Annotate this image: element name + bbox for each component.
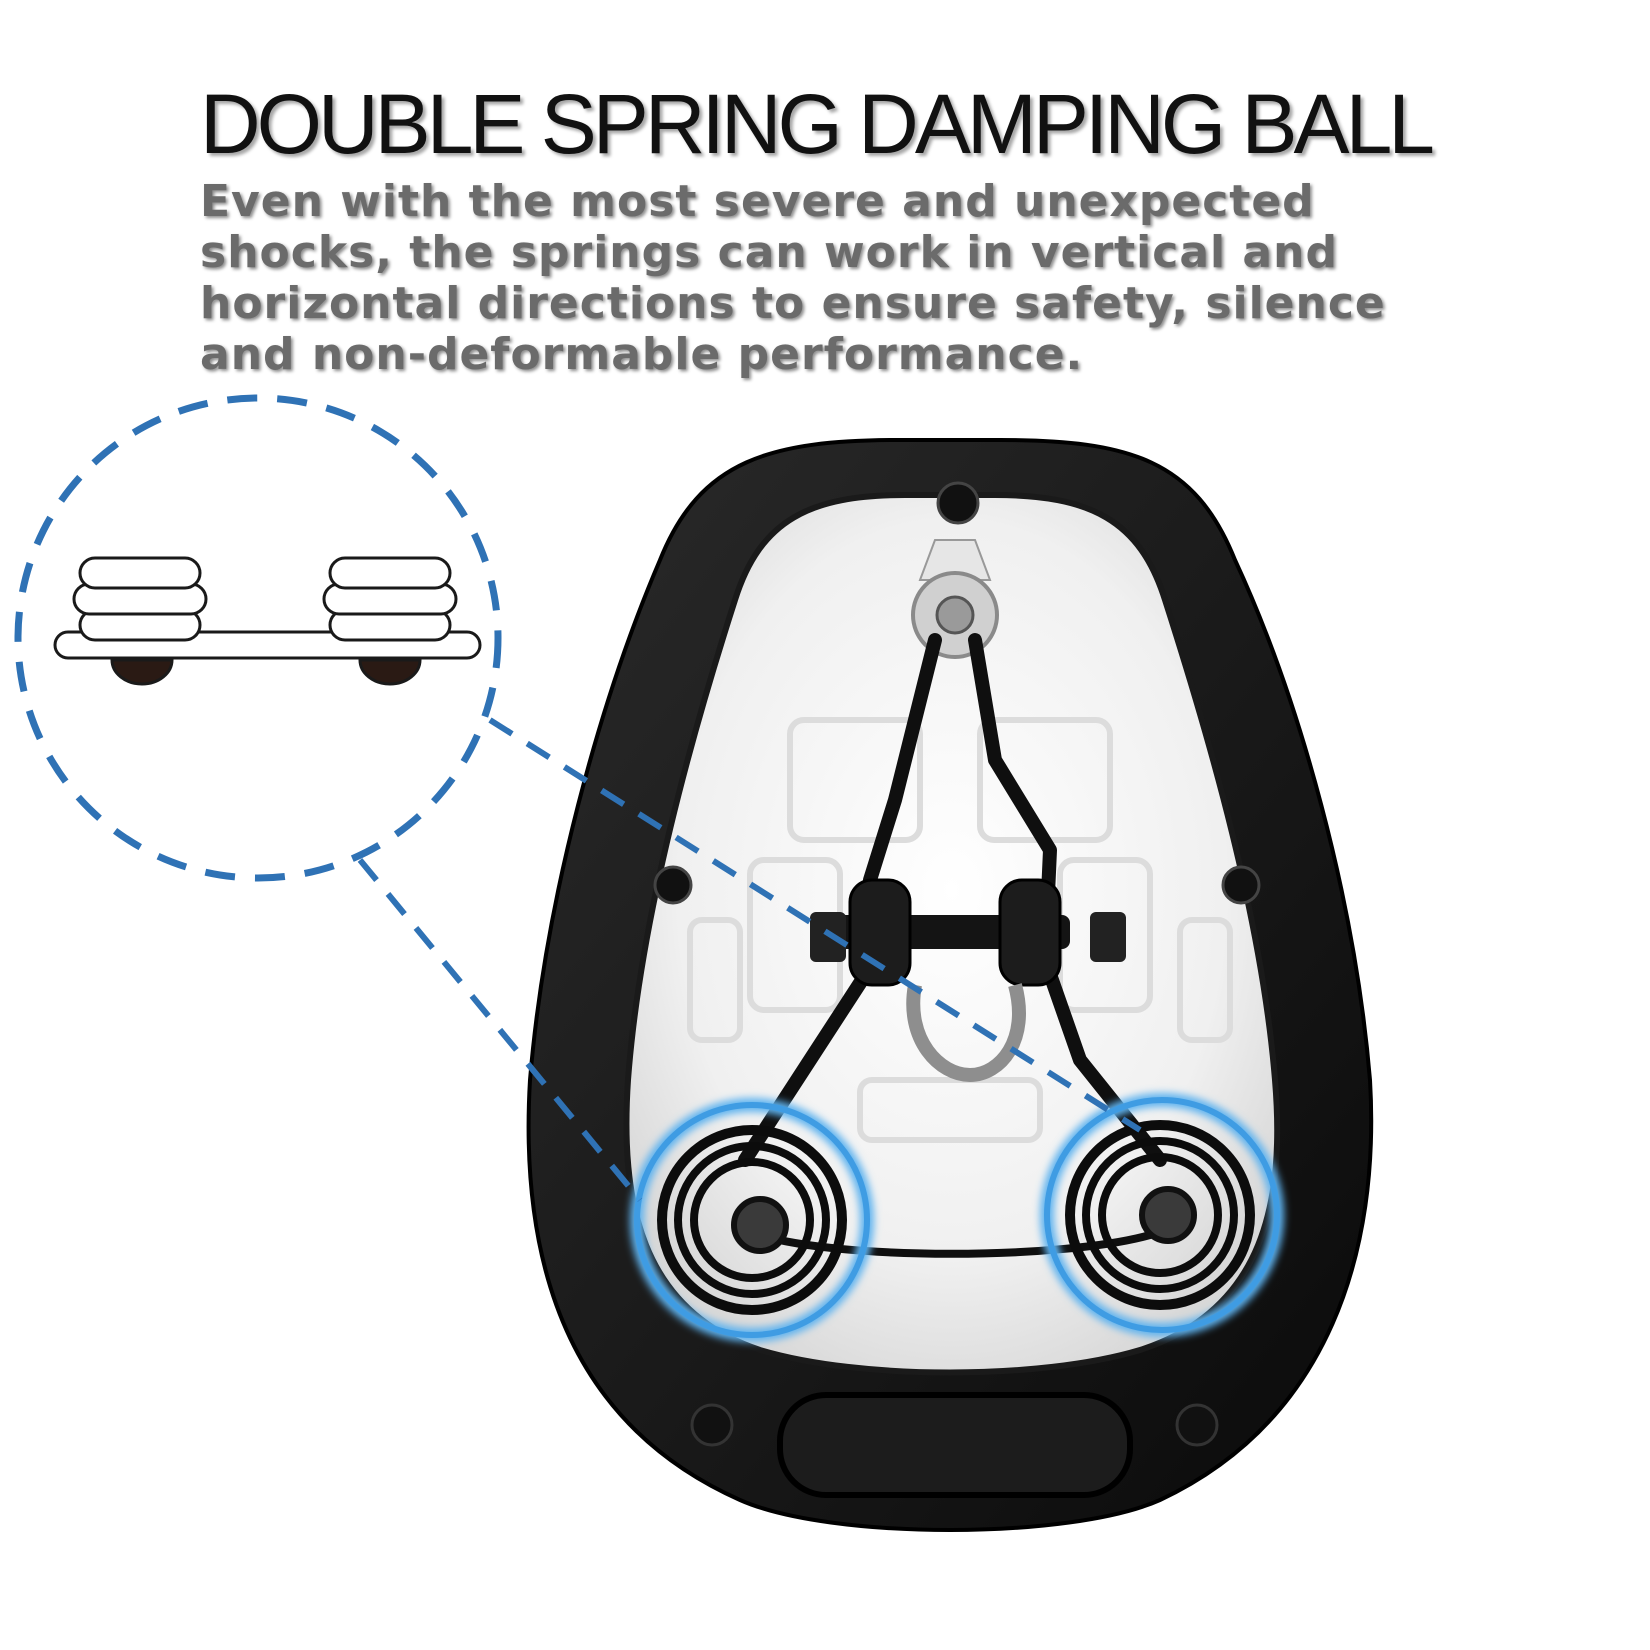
description-line: Even with the most severe and unexpected (200, 176, 1315, 227)
rail-clamp (810, 878, 1126, 1083)
right-spring (1065, 1120, 1255, 1310)
description-line: horizontal directions to ensure safety, … (200, 278, 1386, 329)
callout-leader-lines (357, 717, 1142, 1202)
screw-heads (653, 481, 1261, 1447)
left-spring (657, 1125, 847, 1315)
spring-diagram (53, 556, 482, 686)
description-line: and non-deformable performance. (200, 329, 1084, 380)
front-mount (911, 539, 999, 659)
description-line: shocks, the springs can work in vertical… (200, 227, 1338, 278)
headline: DOUBLE SPRING DAMPING BALL (200, 77, 1435, 171)
spring-highlight-rings (630, 1093, 1284, 1342)
description: Even with the most severe and unexpected… (200, 176, 1460, 380)
rear-handle (777, 1392, 1133, 1498)
